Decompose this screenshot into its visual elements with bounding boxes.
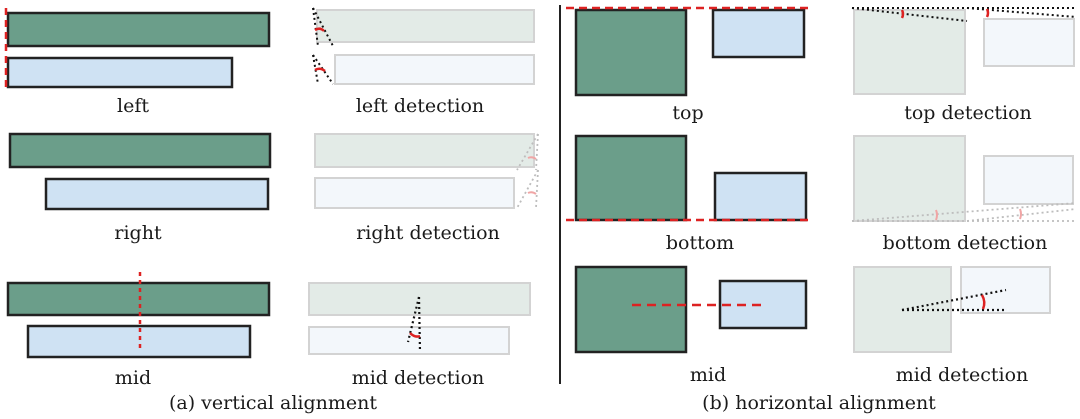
caption-horizontal-alignment: (b) horizontal alignment (702, 392, 936, 414)
green-square (574, 134, 688, 222)
label-bottom-detection: bottom detection (882, 232, 1048, 254)
green-bar (6, 11, 271, 48)
angle-arc-faded (935, 209, 938, 221)
detect-line-faded (966, 208, 1077, 222)
green-bar-faded (314, 133, 535, 168)
panel-bottom-detection (851, 135, 1077, 222)
label-mid-v: mid (114, 367, 152, 389)
blue-bar-faded (308, 326, 510, 355)
label-mid-h-detection: mid detection (895, 364, 1029, 386)
green-square-faded (853, 135, 966, 222)
angle-arc (980, 294, 986, 310)
panel-left (4, 8, 271, 90)
panel-mid-v (6, 272, 271, 359)
green-square (574, 265, 688, 354)
angle-arc (900, 9, 905, 19)
detect-line-faded (516, 169, 539, 209)
detect-line (312, 54, 334, 85)
panel-mid-v-detection (308, 282, 531, 355)
panel-bottom (566, 134, 810, 222)
label-top-detection: top detection (904, 102, 1032, 124)
angle-arc (409, 332, 421, 338)
panel-top (566, 6, 810, 97)
panel-mid-h-detection (853, 266, 1051, 353)
detect-line-faded (535, 133, 539, 171)
angle-arc-faded (1019, 208, 1022, 220)
panel-left-detection (312, 7, 535, 85)
blue-rect-faded (983, 155, 1074, 205)
label-right-detection: right detection (356, 222, 500, 244)
detect-line (851, 7, 968, 22)
green-bar-faded (316, 9, 535, 43)
blue-rect (718, 279, 808, 330)
green-square (574, 8, 688, 97)
detect-line-faded (516, 133, 539, 171)
blue-rect (711, 8, 806, 59)
green-bar (6, 281, 271, 317)
panel-right-detection (314, 133, 539, 209)
blue-bar-faded (314, 177, 515, 209)
green-square-faded (853, 9, 966, 95)
detect-line (966, 7, 1077, 18)
label-right: right (114, 222, 162, 244)
blue-bar (6, 56, 234, 89)
angle-arc-faded (527, 156, 537, 160)
caption-vertical-alignment: (a) vertical alignment (168, 392, 378, 414)
panel-mid-h (574, 265, 808, 354)
green-bar (8, 132, 272, 169)
label-mid-h: mid (689, 364, 727, 386)
panel-right (8, 132, 272, 211)
angle-arc (314, 67, 326, 73)
detect-line (417, 296, 422, 353)
detect-line (312, 7, 319, 47)
angle-arc (314, 27, 325, 32)
blue-rect (713, 171, 808, 222)
blue-bar-faded (334, 54, 535, 85)
detect-line-faded (535, 169, 539, 209)
blue-rect-faded (983, 18, 1075, 67)
label-left: left (117, 95, 149, 117)
angle-arc-faded (527, 191, 537, 195)
detect-line (312, 7, 334, 47)
angle-arc (985, 8, 990, 18)
blue-bar (44, 177, 270, 211)
label-mid-v-detection: mid detection (351, 367, 485, 389)
panel-top-detection (851, 7, 1077, 95)
label-left-detection: left detection (355, 95, 485, 117)
label-top: top (672, 102, 704, 124)
label-bottom: bottom (665, 232, 735, 254)
